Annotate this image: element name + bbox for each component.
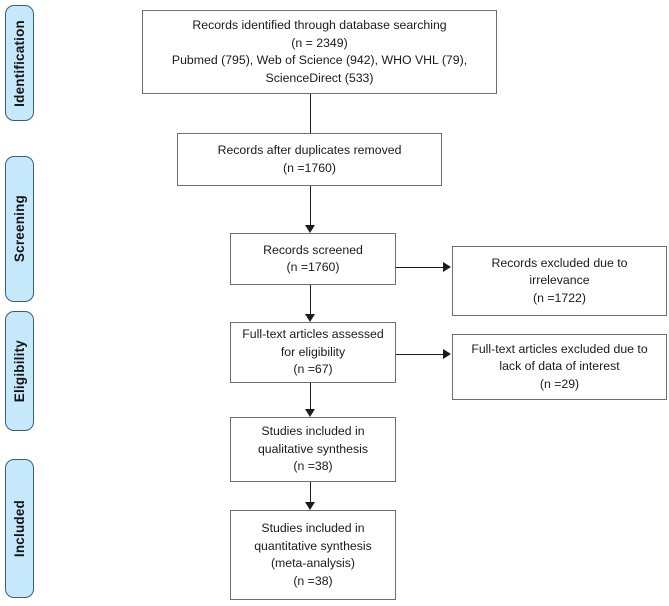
connector-qualitative-to-quantitative [310,482,311,503]
connector-fulltext-to-excluded [396,354,444,355]
connector-duplicates-to-screened [310,186,311,226]
arrowhead-fulltext-to-qualitative [305,409,315,417]
phase-tab-included-label: Included [12,499,27,558]
arrowhead-qualitative-to-quantitative [305,502,315,510]
connector-identified-to-duplicates [310,94,311,133]
arrowhead-screened-to-excluded [443,262,451,272]
box-records-excluded-text: Records excluded due to irrelevance (n =… [491,255,628,305]
box-records-screened: Records screened (n =1760) [230,233,396,285]
connector-fulltext-to-qualitative [310,383,311,410]
phase-tab-included: Included [5,459,34,598]
box-fulltext-assessed: Full-text articles assessed for eligibil… [230,322,396,383]
connector-screened-to-fulltext [310,285,311,315]
box-quantitative-synthesis-text: Studies included in quantitative synthes… [254,521,372,588]
box-fulltext-assessed-text: Full-text articles assessed for eligibil… [242,327,384,377]
connector-screened-to-excluded [396,267,444,268]
box-fulltext-excluded: Full-text articles excluded due to lack … [452,334,667,400]
box-records-excluded: Records excluded due to irrelevance (n =… [452,246,667,316]
arrowhead-duplicates-to-screened [305,225,315,233]
box-records-after-duplicates: Records after duplicates removed (n =176… [177,133,442,186]
box-qualitative-synthesis-text: Studies included in qualitative synthesi… [257,424,369,474]
box-fulltext-excluded-text: Full-text articles excluded due to lack … [471,341,648,391]
phase-tab-eligibility: Eligibility [5,311,34,431]
arrowhead-screened-to-fulltext [305,314,315,322]
box-records-identified: Records identified through database sear… [142,10,497,94]
arrowhead-fulltext-to-excluded [443,349,451,359]
box-records-screened-text: Records screened (n =1760) [263,242,363,275]
phase-tab-screening-label: Screening [12,195,27,263]
box-records-after-duplicates-text: Records after duplicates removed (n =176… [217,143,402,175]
box-records-identified-text: Records identified through database sear… [171,18,468,85]
phase-tab-screening: Screening [5,156,34,302]
phase-tab-eligibility-label: Eligibility [12,339,27,403]
phase-tab-identification-label: Identification [12,19,27,107]
phase-tab-identification: Identification [5,5,34,121]
box-quantitative-synthesis: Studies included in quantitative synthes… [230,510,396,600]
box-qualitative-synthesis: Studies included in qualitative synthesi… [230,417,396,482]
